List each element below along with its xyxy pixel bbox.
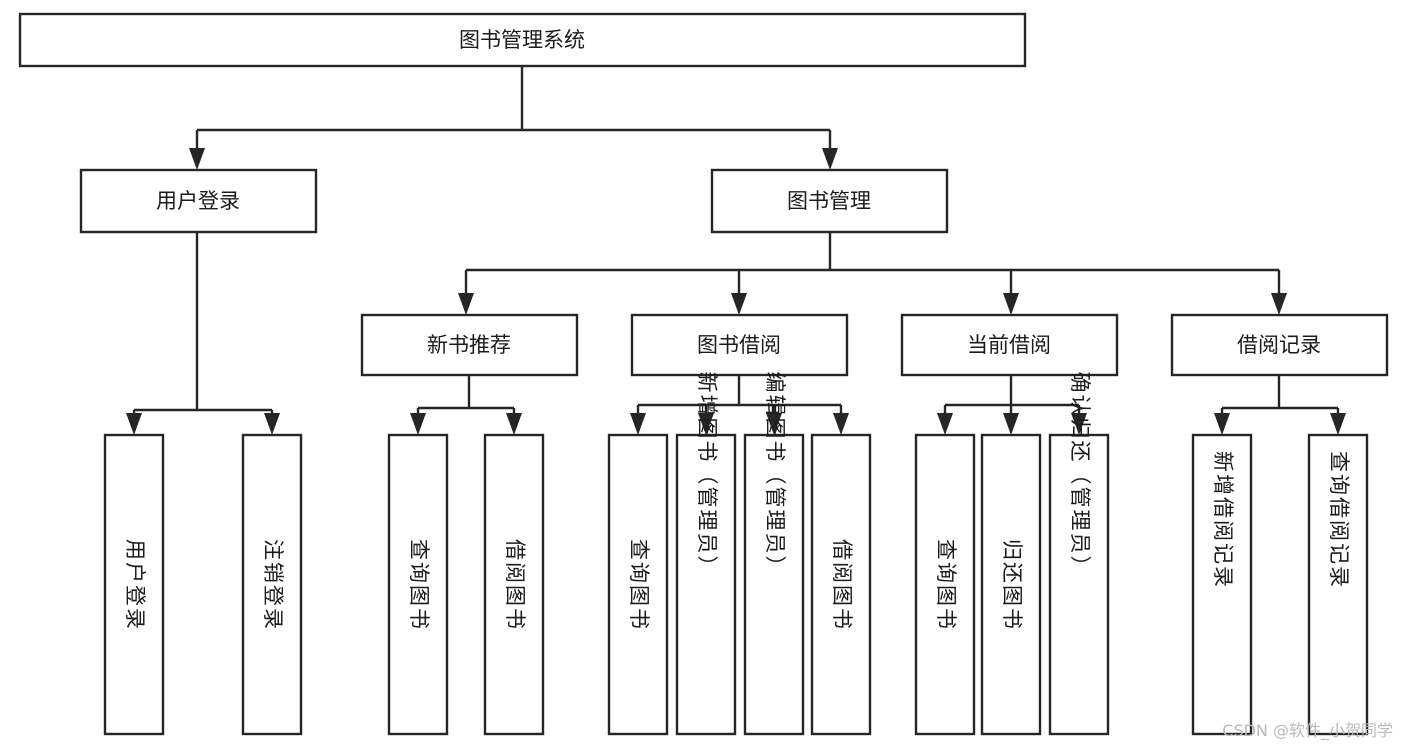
node-root-book-management-system[interactable]: 图书管理系统 [18, 12, 1027, 68]
node-user-login-label: 用户登录 [156, 189, 240, 213]
arrow-to-current-borrow-icon [1003, 293, 1019, 315]
node-book-management-box[interactable] [710, 168, 949, 234]
leaf-current-borrow-0-label: 查询图书 [934, 539, 958, 631]
leaf-borrow-record-1-box[interactable] [1307, 433, 1369, 736]
arrow-borrow-record-leaf-0-icon [1214, 413, 1230, 435]
leaf-new-book-recommend-0-label: 查询图书 [407, 539, 431, 631]
leaf-book-borrow-3-box[interactable] [810, 433, 872, 736]
connector-group-book-borrow [630, 375, 849, 435]
csdn-watermark: CSDN @软件_小贺同学 [1222, 721, 1393, 740]
node-book-management-label: 图书管理 [787, 189, 871, 213]
arrow-book-borrow-leaf-1-icon [698, 413, 714, 435]
leaf-user-login-0-box[interactable] [103, 433, 165, 736]
node-root-box[interactable] [18, 12, 1027, 68]
leaf-book-borrow-2[interactable]: 编辑图书（管理员） [743, 372, 805, 736]
leaf-book-borrow-3-label: 借阅图书 [830, 539, 854, 631]
node-borrow-record-box[interactable] [1170, 313, 1389, 377]
leaf-current-borrow-1[interactable]: 归还图书 [980, 433, 1042, 736]
node-new-book-recommend-box[interactable] [360, 313, 579, 377]
leaf-user-login-1-label: 注销登录 [261, 539, 285, 631]
arrow-book-borrow-leaf-3-icon [833, 413, 849, 435]
arrow-current-borrow-leaf-1-icon [1003, 413, 1019, 435]
connector-group-book-manage [458, 232, 1287, 315]
arrow-to-book-borrow-icon [731, 293, 747, 315]
connector-group-borrow-record [1214, 375, 1346, 435]
leaf-current-borrow-0-box[interactable] [914, 433, 976, 736]
node-borrow-record-label: 借阅记录 [1237, 333, 1321, 357]
leaf-borrow-record-0-box[interactable] [1191, 433, 1253, 736]
node-user-login-box[interactable] [79, 168, 318, 234]
leaf-borrow-record-0[interactable]: 新增借阅记录 [1191, 433, 1253, 736]
leaf-book-borrow-3[interactable]: 借阅图书 [810, 433, 872, 736]
leaf-new-book-recommend-0[interactable]: 查询图书 [387, 433, 449, 736]
leaf-user-login-1-box[interactable] [241, 433, 303, 736]
leaf-borrow-record-1[interactable]: 查询借阅记录 [1307, 433, 1369, 736]
arrow-book-borrow-leaf-2-icon [766, 413, 782, 435]
arrow-new-book-leaf-0-icon [410, 413, 426, 435]
arrow-borrow-record-leaf-1-icon [1330, 413, 1346, 435]
node-new-book-recommend[interactable]: 新书推荐 [360, 313, 579, 377]
leaf-user-login-0[interactable]: 用户登录 [103, 433, 165, 736]
leaf-borrow-record-0-label: 新增借阅记录 [1211, 451, 1235, 589]
leaf-current-borrow-1-label: 归还图书 [1000, 539, 1024, 631]
leaf-current-borrow-2-label: 确认归还（管理员） [1068, 372, 1092, 579]
leaf-book-borrow-0-label: 查询图书 [627, 539, 651, 631]
leaf-book-borrow-2-label: 编辑图书（管理员） [763, 372, 787, 579]
node-book-borrow-box[interactable] [630, 313, 849, 377]
arrow-root-to-user-login-icon [189, 148, 205, 170]
leaf-current-borrow-2[interactable]: 确认归还（管理员） [1048, 372, 1110, 736]
leaf-new-book-recommend-0-box[interactable] [387, 433, 449, 736]
leaf-current-borrow-0[interactable]: 查询图书 [914, 433, 976, 736]
arrow-book-borrow-leaf-0-icon [630, 413, 646, 435]
leaf-current-borrow-2-box[interactable] [1048, 433, 1110, 736]
leaf-user-login-0-label: 用户登录 [123, 539, 147, 631]
arrow-user-login-leaf-0-icon [126, 413, 142, 435]
node-root-label: 图书管理系统 [459, 28, 585, 52]
leaf-new-book-recommend-1-label: 借阅图书 [503, 539, 527, 631]
leaf-new-book-recommend-1-box[interactable] [483, 433, 545, 736]
leaf-book-borrow-1[interactable]: 新增图书（管理员） [675, 372, 737, 736]
arrow-root-to-book-manage-icon [822, 148, 838, 170]
arrow-to-new-book-icon [458, 293, 474, 315]
arrow-user-login-leaf-1-icon [264, 413, 280, 435]
arrow-current-borrow-leaf-2-icon [1071, 413, 1087, 435]
node-book-borrow[interactable]: 图书借阅 [630, 313, 849, 377]
node-book-borrow-label: 图书借阅 [697, 333, 781, 357]
node-current-borrow[interactable]: 当前借阅 [900, 313, 1119, 377]
node-book-management[interactable]: 图书管理 [710, 168, 949, 234]
leaf-book-borrow-2-box[interactable] [743, 433, 805, 736]
leaf-book-borrow-1-label: 新增图书（管理员） [695, 372, 719, 579]
node-current-borrow-label: 当前借阅 [967, 333, 1051, 357]
node-new-book-recommend-label: 新书推荐 [427, 333, 511, 357]
leaf-user-login-1[interactable]: 注销登录 [241, 433, 303, 736]
leaf-current-borrow-1-box[interactable] [980, 433, 1042, 736]
leaf-book-borrow-0-box[interactable] [607, 433, 669, 736]
arrow-new-book-leaf-1-icon [506, 413, 522, 435]
leaf-new-book-recommend-1[interactable]: 借阅图书 [483, 433, 545, 736]
connector-group-new-book [410, 375, 522, 435]
node-borrow-record[interactable]: 借阅记录 [1170, 313, 1389, 377]
connector-group-current-borrow [937, 375, 1087, 435]
arrow-to-borrow-record-icon [1271, 293, 1287, 315]
node-current-borrow-box[interactable] [900, 313, 1119, 377]
connector-group-user-login [126, 232, 280, 435]
arrow-current-borrow-leaf-0-icon [937, 413, 953, 435]
connector-group-root [189, 66, 838, 170]
leaf-book-borrow-1-box[interactable] [675, 433, 737, 736]
node-user-login[interactable]: 用户登录 [79, 168, 318, 234]
leaf-book-borrow-0[interactable]: 查询图书 [607, 433, 669, 736]
leaf-borrow-record-1-label: 查询借阅记录 [1327, 451, 1351, 589]
